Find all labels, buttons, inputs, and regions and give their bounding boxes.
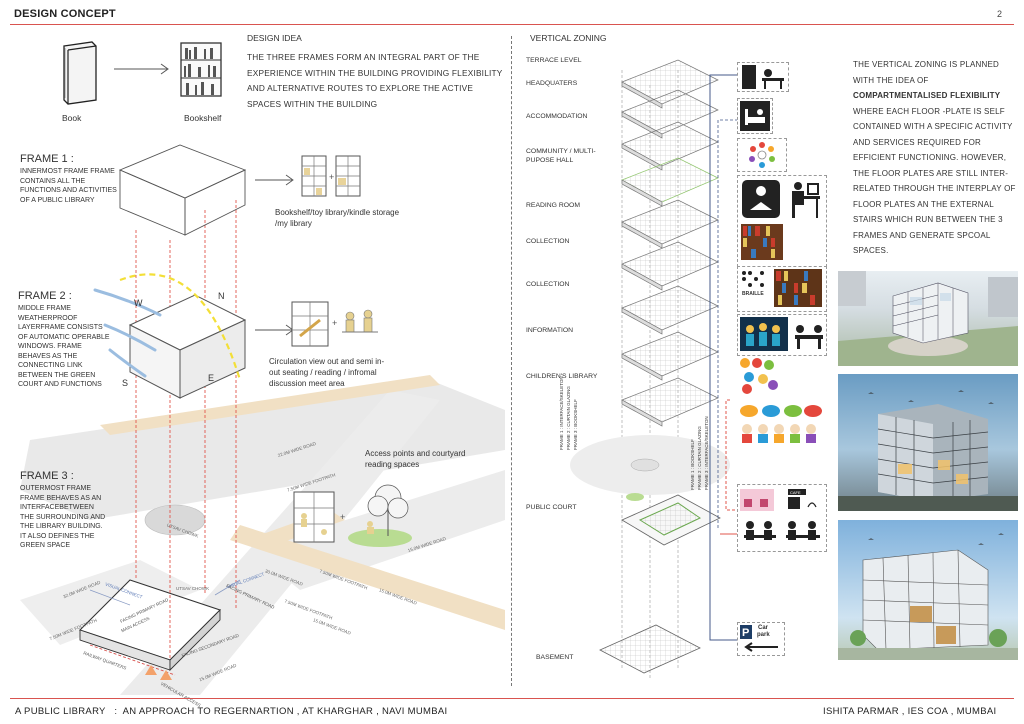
zone-reading-room: READING ROOM bbox=[526, 202, 581, 209]
frame1-title: FRAME 1 : bbox=[20, 153, 74, 165]
frame2-caption: Circulation view out and semi in-out sea… bbox=[269, 357, 385, 388]
collection-icon-box: BRAILLE bbox=[737, 266, 827, 312]
frame3-courtyard-sketch: + bbox=[293, 484, 412, 547]
park-label: park bbox=[757, 632, 770, 638]
section-divider bbox=[511, 36, 512, 686]
bookshelf-photo-icon bbox=[774, 269, 822, 307]
zone-childrens-library: CHILDREN'S LIBRARY bbox=[526, 373, 598, 380]
arrow-right-icon bbox=[114, 63, 169, 75]
car-park-icon: P bbox=[740, 625, 778, 652]
floor-slab-edge bbox=[621, 307, 663, 335]
zone-basement: BASEMENT bbox=[536, 654, 574, 661]
page-number: 2 bbox=[997, 9, 1003, 19]
group-discussion-icon bbox=[740, 317, 823, 351]
zoning-description: THE VERTICAL ZONING IS PLANNED WITH THE … bbox=[853, 57, 1018, 259]
zone-accommodation: ACCOMMODATION bbox=[526, 113, 588, 120]
frame3-caption: Access points and courtyard reading spac… bbox=[365, 449, 466, 469]
frame-legend-left-3: FRAME 3 : BOOKSHELF bbox=[573, 399, 578, 450]
reader-icon bbox=[742, 180, 820, 218]
book-label: Book bbox=[62, 113, 82, 123]
zone-community: COMMUNITY / MULTI-PUPOSE HALL bbox=[526, 148, 596, 164]
svg-text:P: P bbox=[742, 627, 749, 639]
svg-text:+: + bbox=[329, 172, 334, 182]
compass-east: E bbox=[208, 373, 215, 383]
floor-slab-edge bbox=[621, 353, 663, 381]
vertical-zoning-title: VERTICAL ZONING bbox=[530, 33, 607, 43]
braille-icon bbox=[742, 271, 764, 287]
frame1-caption: Bookshelf/toy library/kindle storage /my… bbox=[275, 208, 400, 228]
headquarters-icon-box bbox=[737, 62, 789, 92]
icon-connector-lines bbox=[709, 74, 738, 641]
header-rule bbox=[10, 24, 1014, 25]
frame1-shelf-sketch: + bbox=[301, 155, 361, 197]
frame2-text: MIDDLE FRAME WEATHERPROOF LAYERFRAME CON… bbox=[18, 305, 110, 388]
zone-headquaters: HEADQUATERS bbox=[526, 80, 578, 87]
zone-public-court: PUBLIC COURT bbox=[526, 504, 577, 511]
accommodation-icon-box bbox=[737, 98, 773, 134]
compass-south: S bbox=[122, 378, 129, 388]
frame1-text: INNERMOST FRAME FRAME CONTAINS ALL THE F… bbox=[20, 168, 117, 204]
frame2-title: FRAME 2 : bbox=[18, 290, 72, 302]
public-court-icon-box: CAFE bbox=[737, 484, 827, 552]
design-idea-text: THE THREE FRAMES FORM AN INTEGRAL PART O… bbox=[247, 52, 503, 109]
braille-label: BRAILLE bbox=[742, 291, 764, 297]
site-label-2: UTSAV CHOWK bbox=[176, 586, 210, 591]
zoning-text-line1: THE VERTICAL ZONING IS PLANNED WITH THE … bbox=[853, 60, 1000, 85]
people-table-icon bbox=[744, 521, 820, 540]
zone-information: INFORMATION bbox=[526, 327, 574, 334]
design-idea-title: DESIGN IDEA bbox=[247, 33, 302, 43]
bookshelf-photo-icon bbox=[741, 224, 783, 260]
footer-rule bbox=[10, 698, 1014, 699]
book-illustration bbox=[63, 41, 97, 105]
render-aerial-view bbox=[838, 271, 1018, 366]
childrens-library-icon-group bbox=[737, 355, 825, 445]
speech-bubbles-icon bbox=[740, 405, 822, 443]
cafe-seating-icon bbox=[740, 489, 817, 511]
frame3-text: OUTERMOST FRAME FRAME BEHAVES AS AN INTE… bbox=[20, 485, 106, 549]
svg-text:+: + bbox=[332, 318, 337, 328]
footer-author: ISHITA PARMAR , IES COA , MUMBAI bbox=[823, 706, 997, 717]
office-desk-icon bbox=[742, 65, 784, 89]
render-day-view bbox=[838, 520, 1018, 660]
floor-slab-edge bbox=[621, 399, 663, 427]
frame3-title: FRAME 3 : bbox=[20, 470, 74, 482]
cafe-label: CAFE bbox=[790, 490, 801, 495]
floor-slab-edge bbox=[621, 263, 663, 291]
bookshelf-label: Bookshelf bbox=[184, 113, 222, 123]
zone-collection-1: COLLECTION bbox=[526, 238, 570, 245]
footer-project-title: A PUBLIC LIBRARY : AN APPROACH TO REGERN… bbox=[15, 706, 448, 717]
reading-room-icon-box bbox=[737, 175, 827, 267]
zone-terrace: TERRACE LEVEL bbox=[526, 57, 582, 64]
basement-icon-box: P Car park bbox=[737, 622, 785, 656]
zoning-text-line2: WHERE EACH FLOOR -PLATE IS SELF CONTAINE… bbox=[853, 106, 1016, 256]
page-title: DESIGN CONCEPT bbox=[14, 8, 116, 20]
compass-west: W bbox=[134, 298, 143, 308]
car-label: Car bbox=[758, 625, 769, 631]
bookshelf-illustration bbox=[180, 42, 222, 97]
community-icon-box bbox=[737, 138, 787, 172]
zoning-text-emphasis: COMPARTMENTALISED FLEXIBILITY bbox=[853, 91, 1001, 100]
children-cartoon-icon bbox=[740, 358, 778, 394]
information-icon-box bbox=[737, 314, 827, 356]
frame2-seating-sketch: + bbox=[291, 301, 378, 347]
svg-text:+: + bbox=[340, 512, 345, 522]
exploded-floor-stack bbox=[570, 59, 730, 680]
bed-desk-icon bbox=[740, 101, 770, 131]
zone-collection-2: COLLECTION bbox=[526, 281, 570, 288]
site-axonometric-diagram bbox=[20, 144, 505, 695]
community-people-icon bbox=[749, 142, 775, 168]
compass-north: N bbox=[218, 291, 225, 301]
render-evening-view bbox=[838, 374, 1018, 511]
